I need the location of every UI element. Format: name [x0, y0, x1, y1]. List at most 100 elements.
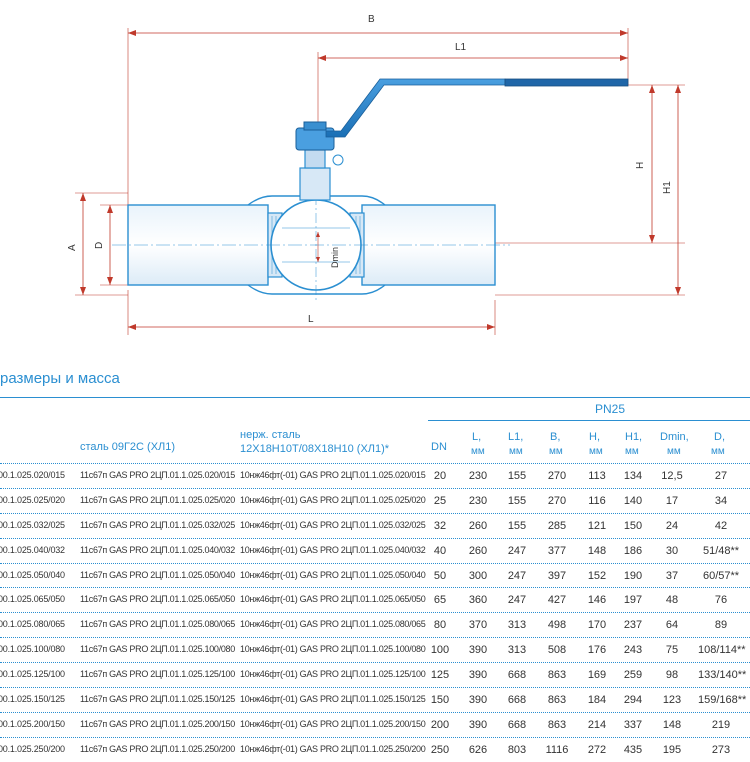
row-d: 133/140**	[698, 669, 747, 682]
row-stainless-model: 10нж46фт(-01) GAS PRO 2ЦП.01.1.025.025/0…	[240, 494, 426, 505]
row-h1: 237	[623, 619, 643, 632]
row-dn: 150	[430, 694, 450, 707]
header-l1: L1,	[508, 431, 524, 443]
header-l: L,	[472, 431, 482, 443]
row-b: 427	[547, 594, 567, 607]
row-d: 51/48**	[702, 544, 740, 557]
row-steel-model: 11с67п GAS PRO 2ЦП.01.1.025.080/065	[80, 619, 235, 630]
row-code: 00.1.025.200/150	[0, 718, 65, 729]
row-code: 00.1.025.080/065	[0, 619, 65, 630]
row-dmin: 24	[665, 519, 679, 532]
row-l: 390	[468, 718, 488, 731]
row-stainless-model: 10нж46фт(-01) GAS PRO 2ЦП.01.1.025.050/0…	[240, 569, 426, 580]
row-l1: 668	[507, 718, 527, 731]
label-d: D	[94, 242, 105, 249]
row-d: 108/114**	[698, 644, 746, 657]
label-h1: H1	[662, 181, 673, 194]
header-stainless-1: нерж. сталь	[240, 429, 301, 441]
row-d: 89	[714, 619, 728, 632]
row-steel-model: 11с67п GAS PRO 2ЦП.01.1.025.050/040	[80, 569, 235, 580]
header-dmin-unit: мм	[667, 446, 681, 457]
row-b: 270	[547, 494, 567, 507]
row-b: 285	[547, 519, 567, 532]
header-b-unit: мм	[549, 446, 563, 457]
row-dmin: 12,5	[661, 470, 683, 482]
row-l: 390	[468, 694, 488, 707]
row-stainless-model: 10нж46фт(-01) GAS PRO 2ЦП.01.1.025.150/1…	[240, 694, 426, 705]
row-code: 00.1.025.020/015	[0, 470, 65, 480]
row-d: 159/168**	[698, 694, 747, 707]
row-d: 27	[714, 470, 728, 482]
dimension-l1: L1	[317, 42, 628, 140]
row-h: 152	[587, 569, 607, 582]
row-dn: 40	[433, 544, 447, 557]
row-d: 60/57**	[702, 569, 740, 582]
row-b: 863	[547, 694, 567, 707]
row-dn: 50	[433, 569, 447, 582]
row-b: 377	[547, 544, 567, 557]
row-steel-model: 11с67п GAS PRO 2ЦП.01.1.025.200/150	[80, 718, 235, 729]
dimension-b: B	[127, 14, 629, 205]
row-steel-model: 11с67п GAS PRO 2ЦП.01.1.025.250/200	[80, 743, 235, 754]
header-stainless-2: 12Х18Н10Т/08Х18Н10 (ХЛ1)*	[240, 443, 390, 455]
row-dn: 32	[433, 519, 447, 532]
row-dmin: 37	[665, 569, 679, 582]
row-b: 508	[547, 644, 567, 657]
pressure-group-label: PN25	[595, 402, 626, 416]
row-dmin: 30	[665, 544, 679, 557]
row-stainless-model: 10нж46фт(-01) GAS PRO 2ЦП.01.1.025.125/1…	[240, 669, 426, 680]
row-code: 00.1.025.050/040	[0, 569, 65, 580]
row-h1: 140	[623, 494, 643, 507]
row-h1: 197	[623, 594, 643, 607]
row-d: 76	[714, 594, 728, 607]
header-b: B,	[550, 431, 561, 443]
stem-assembly	[295, 121, 344, 201]
row-h: 113	[588, 470, 606, 482]
pressure-group-rule	[428, 420, 750, 421]
row-l1: 155	[507, 470, 527, 482]
header-dmin: Dmin,	[660, 431, 689, 443]
row-l1: 155	[507, 519, 527, 532]
row-dn: 80	[433, 619, 447, 632]
row-stainless-model: 10нж46фт(-01) GAS PRO 2ЦП.01.1.025.065/0…	[240, 594, 426, 605]
dimension-l: L	[127, 290, 496, 335]
row-h1: 190	[623, 569, 643, 582]
row-h1: 337	[623, 718, 643, 731]
row-dn: 200	[430, 718, 450, 731]
row-d: 34	[714, 494, 728, 507]
row-steel-model: 11с67п GAS PRO 2ЦП.01.1.025.025/020	[80, 494, 235, 505]
dimension-h: H	[495, 84, 685, 296]
row-h: 121	[587, 519, 607, 532]
row-d: 42	[714, 519, 728, 532]
row-h: 170	[587, 619, 607, 632]
row-stainless-model: 10нж46фт(-01) GAS PRO 2ЦП.01.1.025.200/1…	[240, 718, 426, 729]
row-l: 390	[468, 644, 488, 657]
table-row: 00.1.025.040/032 11с67п GAS PRO 2ЦП.01.1.…	[0, 537, 750, 563]
row-dn: 65	[433, 594, 447, 607]
row-h1: 243	[623, 644, 643, 657]
row-dmin: 17	[665, 494, 679, 507]
table-top-rule	[0, 397, 750, 398]
row-l: 230	[468, 470, 488, 482]
row-l: 260	[468, 544, 488, 557]
header-h: H,	[589, 431, 600, 443]
row-l1: 155	[507, 494, 527, 507]
valve-body: Dmin	[112, 195, 510, 300]
row-h: 184	[587, 694, 607, 707]
header-d: D,	[714, 431, 725, 443]
row-h: 116	[588, 494, 606, 507]
header-h-unit: мм	[589, 446, 603, 457]
row-dn: 125	[430, 669, 450, 682]
row-stainless-model: 10нж46фт(-01) GAS PRO 2ЦП.01.1.025.020/0…	[240, 470, 426, 480]
dimension-a: A	[67, 192, 128, 296]
row-stainless-model: 10нж46фт(-01) GAS PRO 2ЦП.01.1.025.040/0…	[240, 544, 426, 555]
row-d: 219	[711, 718, 731, 731]
row-steel-model: 11с67п GAS PRO 2ЦП.01.1.025.040/032	[80, 544, 235, 555]
row-code: 00.1.025.040/032	[0, 544, 65, 555]
row-steel-model: 11с67п GAS PRO 2ЦП.01.1.025.032/025	[80, 519, 235, 530]
